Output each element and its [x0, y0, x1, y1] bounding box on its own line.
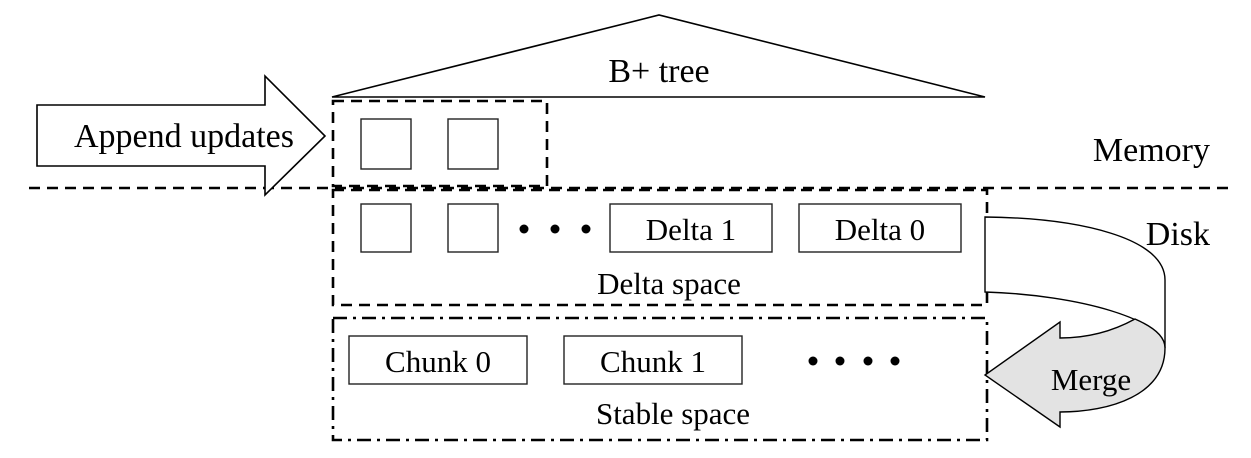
append-arrow-shape — [36, 74, 327, 197]
chunk-0-block: Chunk 0 — [348, 335, 528, 385]
delta-ellipsis-dot — [581, 224, 591, 234]
delta-ellipsis-dot — [550, 224, 560, 234]
stable-ellipsis-dot — [808, 356, 818, 366]
chunk-1-label: Chunk 1 — [600, 344, 706, 379]
stable-ellipsis-dot — [890, 356, 900, 366]
chunk-1-box — [563, 335, 743, 385]
chunk-0-box — [348, 335, 528, 385]
delta-1-label: Delta 1 — [646, 212, 736, 247]
delta-0-box — [798, 203, 962, 253]
merge-label: Merge — [1051, 362, 1131, 397]
tree-triangle — [331, 14, 986, 98]
delta-block-empty-1 — [447, 203, 499, 253]
memory-buffer-border — [331, 99, 549, 188]
stable-space: Chunk 0 Chunk 1 Stable space — [331, 316, 989, 442]
delta-0-block: Delta 0 — [798, 203, 962, 253]
tree-label: B+ tree — [608, 53, 709, 90]
memory-block-0 — [360, 118, 412, 170]
chunk-0-label: Chunk 0 — [385, 344, 491, 379]
disk-label: Disk — [1146, 216, 1210, 253]
append-updates-label: Append updates — [74, 118, 294, 155]
delta-1-box — [609, 203, 773, 253]
delta-1-block: Delta 1 — [609, 203, 773, 253]
memory-buffer — [331, 99, 549, 188]
memory-label: Memory — [1093, 132, 1210, 169]
memory-block-1 — [447, 118, 499, 170]
delta-ellipsis-dot — [519, 224, 529, 234]
delta-space-label: Delta space — [597, 266, 741, 301]
append-updates-arrow: Append updates — [36, 74, 327, 197]
merge-arrow-head — [983, 318, 1166, 429]
stable-ellipsis-dot — [863, 356, 873, 366]
delta-space: Delta 1 Delta 0 Delta space — [331, 188, 989, 307]
chunk-1-block: Chunk 1 — [563, 335, 743, 385]
stable-ellipsis-dot — [835, 356, 845, 366]
stable-space-border — [331, 316, 989, 442]
delta-0-label: Delta 0 — [835, 212, 925, 247]
stable-space-label: Stable space — [596, 396, 750, 431]
delta-block-empty-0 — [360, 203, 412, 253]
merge-arrow: Merge — [983, 216, 1166, 429]
b-plus-tree: B+ tree — [331, 14, 986, 98]
